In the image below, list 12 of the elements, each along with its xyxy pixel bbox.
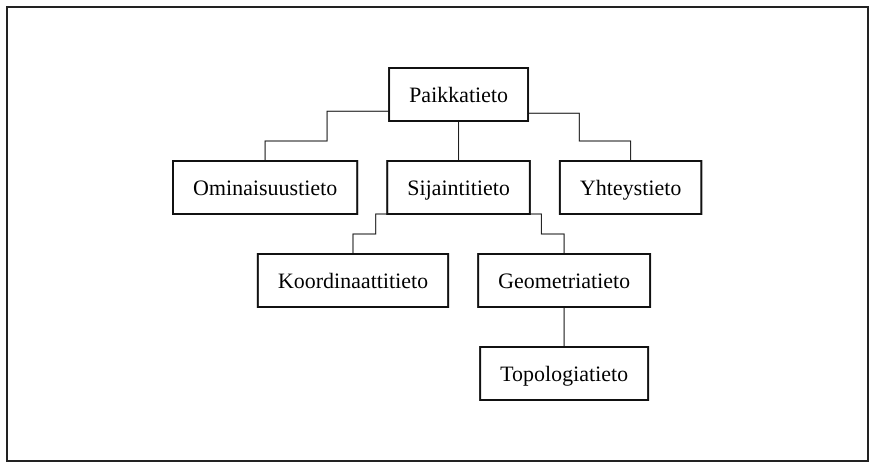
connector — [458, 120, 460, 162]
node-box — [559, 160, 703, 215]
node-box — [257, 253, 450, 308]
node-box — [477, 253, 652, 308]
node-box — [479, 346, 650, 401]
node-box — [172, 160, 359, 215]
connector — [264, 110, 390, 162]
connector — [564, 306, 565, 348]
node-box — [388, 67, 530, 122]
node-box — [386, 160, 532, 215]
connector — [528, 112, 632, 162]
frame-border: Paikkatieto Ominaisuustieto Sijaintitieto Yhteystieto Koordinaattitieto Geometriatieto Topologiatieto — [6, 6, 869, 462]
